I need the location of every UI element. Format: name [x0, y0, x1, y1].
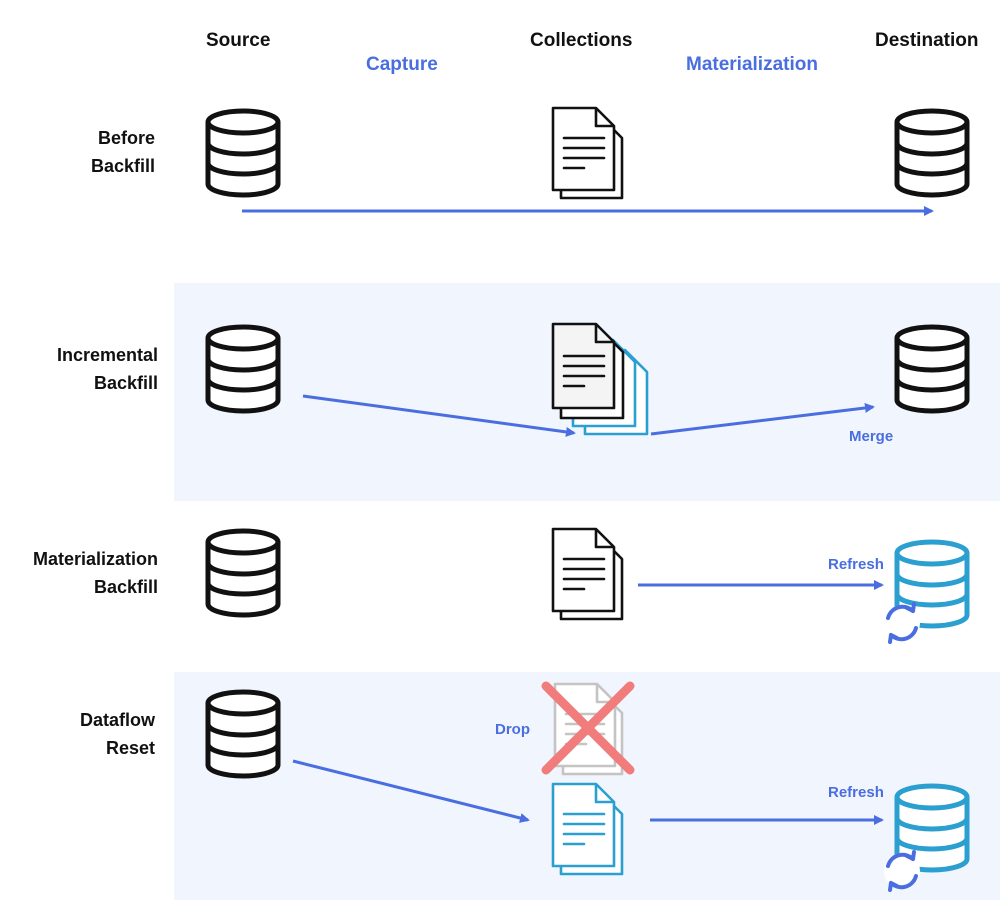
refresh-icon [884, 850, 920, 892]
row-label-line: Dataflow [79, 710, 155, 730]
destination-database-refresh-icon [884, 783, 970, 892]
drop-label: Drop [495, 721, 530, 738]
column-header-destination: Destination [875, 30, 979, 51]
capture-arrow [292, 759, 530, 823]
row-label-line: Backfill [90, 156, 155, 176]
source-database-icon [205, 689, 281, 779]
column-header-source: Source [206, 30, 271, 51]
collection-document-icon [551, 527, 624, 621]
row-label-line: Incremental [56, 345, 158, 365]
dropped-collection-icon [541, 681, 635, 776]
source-database-icon [205, 528, 281, 618]
column-header-materialization: Materialization [686, 54, 818, 75]
column-header-capture: Capture [366, 54, 438, 75]
row-label-line: Before [97, 128, 155, 148]
column-header-collections: Collections [530, 30, 633, 51]
destination-database-icon [894, 108, 970, 198]
row-label-line: Backfill [93, 577, 158, 597]
destination-database-refresh-icon [884, 539, 970, 644]
row-label-line: Backfill [93, 373, 158, 393]
source-database-icon [205, 108, 281, 198]
refresh-label: Refresh [828, 556, 884, 573]
row-label-before-backfill: Before Backfill [0, 124, 155, 180]
destination-database-icon [894, 324, 970, 414]
collection-document-stack-icon [551, 322, 649, 436]
merge-arrow [650, 403, 875, 436]
capture-arrow [302, 394, 576, 437]
row-label-incremental-backfill: Incremental Backfill [0, 341, 158, 397]
row-label-line: Reset [105, 738, 155, 758]
row-label-line: Materialization [32, 549, 158, 569]
new-collection-document-icon [551, 782, 624, 876]
row-label-materialization-backfill: Materialization Backfill [0, 545, 158, 601]
source-database-icon [205, 324, 281, 414]
row-label-dataflow-reset: Dataflow Reset [0, 706, 155, 762]
merge-label: Merge [849, 428, 894, 445]
collection-document-icon [551, 106, 624, 200]
refresh-icon [884, 602, 920, 644]
refresh-label: Refresh [828, 784, 884, 801]
x-mark-icon [541, 681, 635, 775]
